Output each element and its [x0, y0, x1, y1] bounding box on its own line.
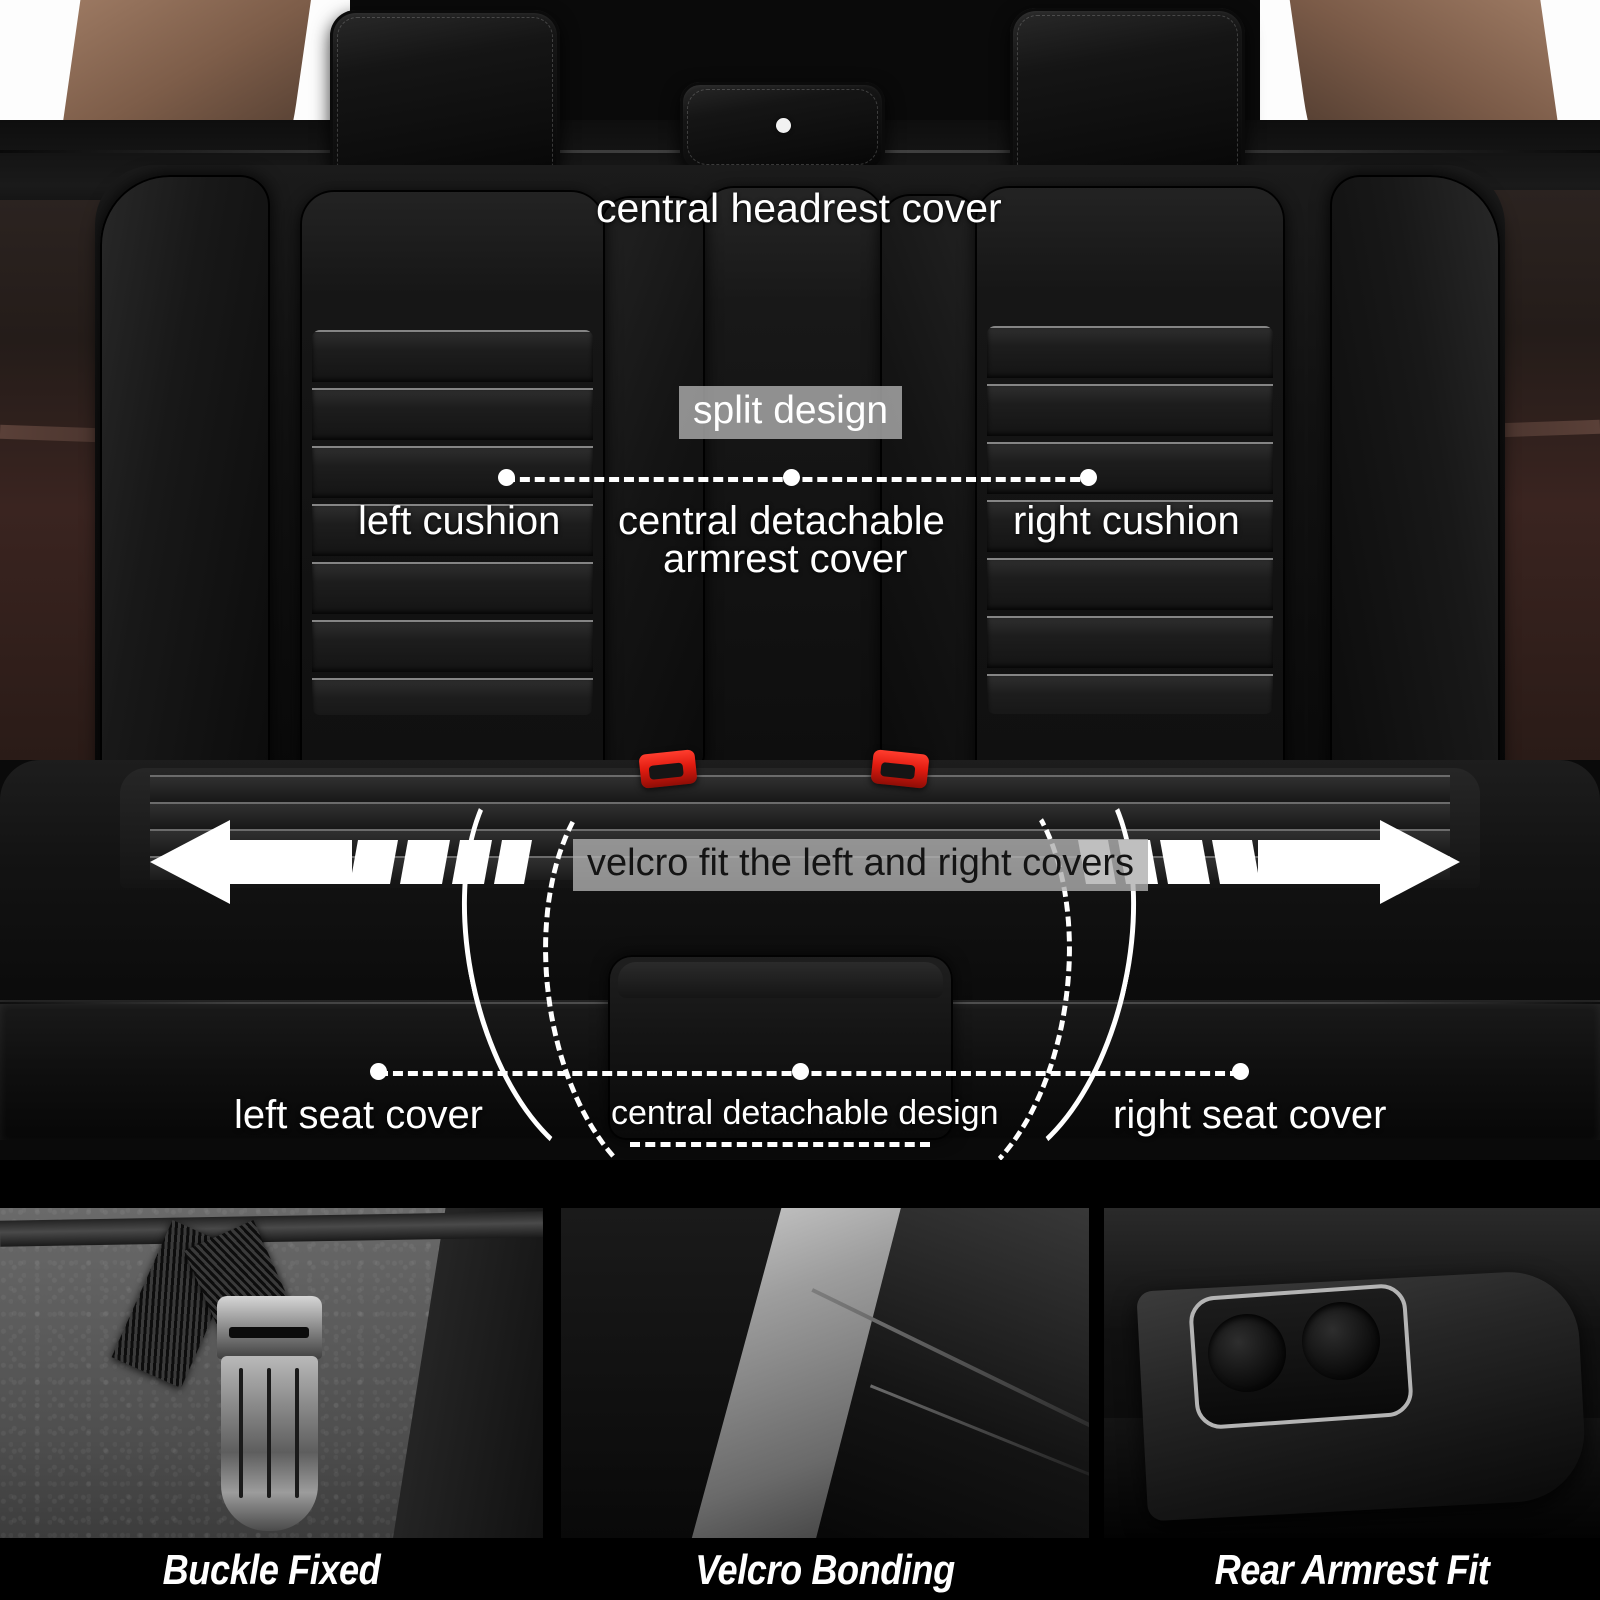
panel-buckle-fixed: [0, 1208, 543, 1538]
rib-stripe: [987, 442, 1273, 494]
callout-dot-center-armrest: [783, 469, 800, 486]
rib-stripe: [987, 674, 1273, 714]
callout-dot-left-cushion: [498, 469, 515, 486]
label-right-cushion: right cushion: [1013, 499, 1240, 543]
label-central-armrest-line2: armrest cover: [663, 537, 908, 581]
label-central-headrest-cover: central headrest cover: [596, 185, 1002, 231]
backrest-left-cushion: [300, 190, 605, 775]
panel-caption-buckle-fixed: Buckle Fixed: [162, 1546, 381, 1593]
feature-panel-row: Buckle Fixed Velcro Bonding Rear Armrest…: [0, 1160, 1600, 1600]
rib-stripe: [987, 326, 1273, 378]
rib-stripe: [987, 616, 1273, 668]
rib-stack-right: [987, 326, 1273, 714]
label-left-cushion: left cushion: [358, 499, 561, 543]
panel-caption-rear-armrest-fit: Rear Armrest Fit: [1214, 1546, 1490, 1593]
buckle-hook-tail: [221, 1356, 318, 1531]
cushion-rib-stripe: [150, 802, 1450, 830]
callout-dot-central-detachable: [792, 1063, 809, 1080]
rib-stripe: [312, 562, 593, 614]
callout-dot-right-cushion: [1080, 469, 1097, 486]
rib-stripe: [987, 384, 1273, 436]
arrow-left-dashed-icon: [150, 812, 610, 904]
rib-stripe: [312, 678, 593, 715]
callout-line-lower: [378, 1071, 1240, 1076]
panel-caption-velcro-bonding: Velcro Bonding: [695, 1546, 955, 1593]
backrest-bolster-right: [1330, 175, 1500, 785]
label-central-armrest-line1: central detachable: [618, 499, 945, 543]
headrest-anchor-dot-icon: [776, 118, 791, 133]
label-left-seat-cover: left seat cover: [234, 1093, 484, 1137]
rib-stack-left: [312, 330, 593, 715]
central-pad-lip: [618, 962, 943, 998]
headrest-right: [1010, 8, 1245, 190]
rib-stripe: [312, 330, 593, 382]
label-split-design: split design: [679, 386, 903, 439]
callout-line-upper: [505, 477, 1095, 482]
rib-stripe: [987, 500, 1273, 552]
detachable-outline-bottom: [630, 1142, 930, 1147]
callout-dot-right-seat-cover: [1232, 1063, 1249, 1080]
label-velcro-fit: velcro fit the left and right covers: [573, 839, 1149, 891]
backrest-bolster-left: [100, 175, 270, 785]
rib-stripe: [987, 558, 1273, 610]
callout-dot-left-seat-cover: [370, 1063, 387, 1080]
rib-stripe: [312, 388, 593, 440]
headrest-left: [330, 10, 560, 190]
panel-rear-armrest-fit: [1104, 1208, 1600, 1538]
backrest-right-cushion: [975, 186, 1285, 774]
hero-seat-photo: central headrest cover split design left…: [0, 0, 1600, 1160]
rib-stripe: [312, 620, 593, 672]
buckle-slot: [229, 1327, 309, 1338]
panel-velcro-bonding: [561, 1208, 1089, 1538]
label-right-seat-cover: right seat cover: [1113, 1093, 1387, 1137]
rib-stripe: [312, 504, 593, 556]
cushion-rib-stripe: [150, 775, 1450, 803]
rib-stripe: [312, 446, 593, 498]
label-central-detachable-design: central detachable design: [611, 1094, 999, 1132]
